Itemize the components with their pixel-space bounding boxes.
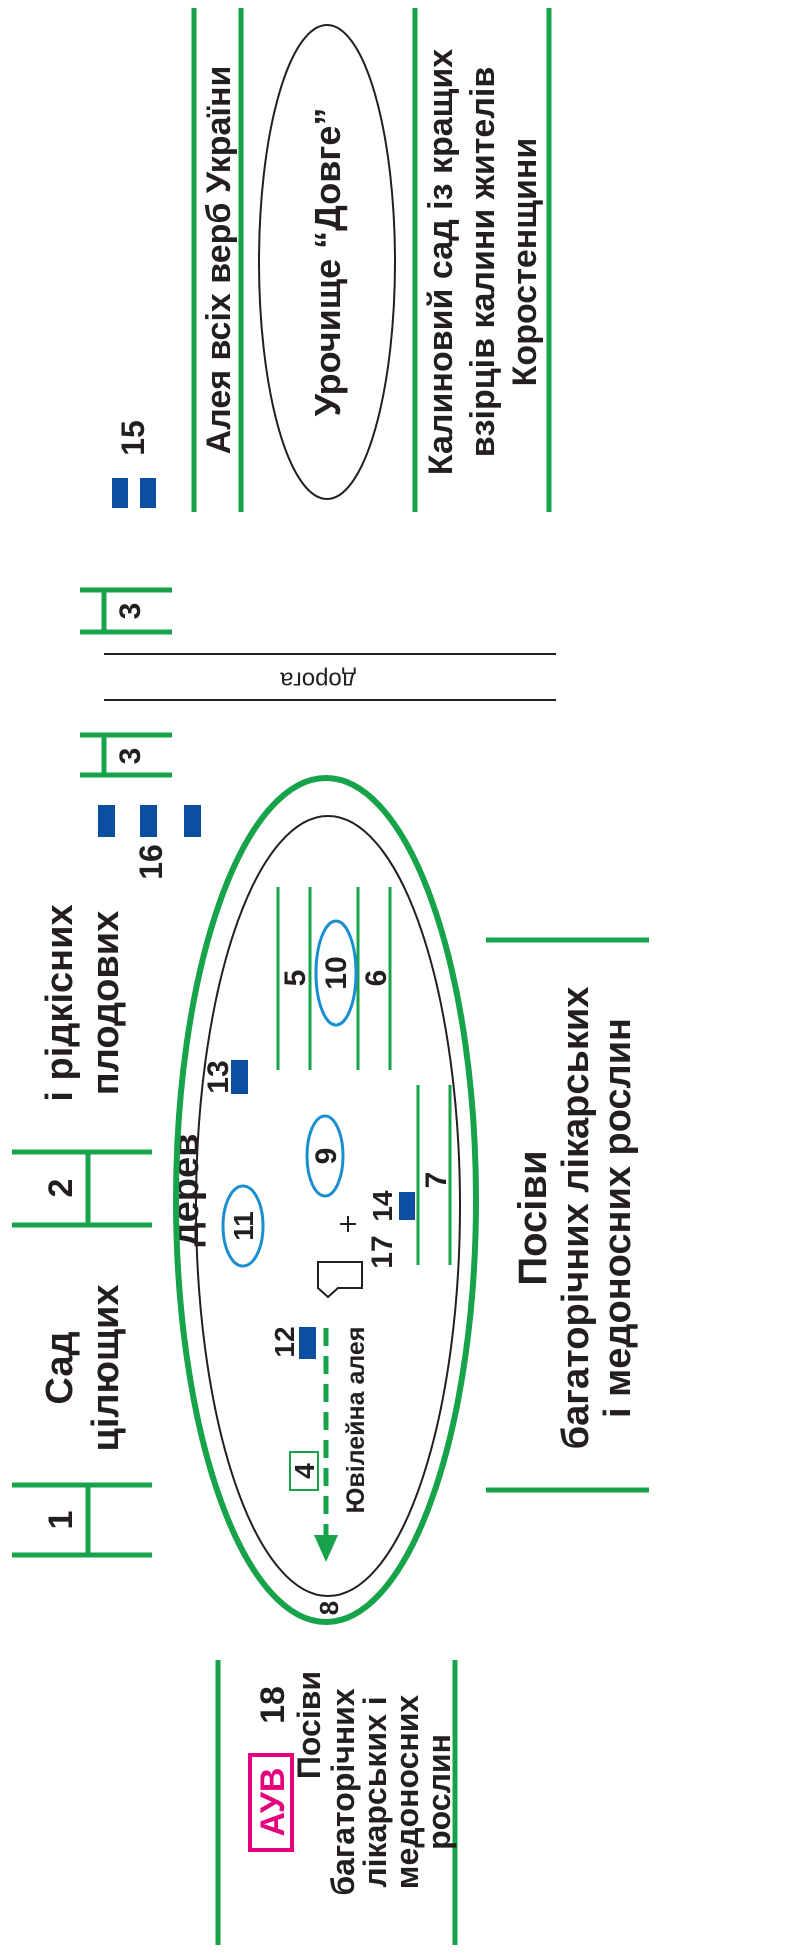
marker-12 [299,1327,316,1359]
auv-badge: АУВ [254,1768,292,1837]
viburnum-border [412,8,552,512]
number-15: 15 [115,420,151,456]
auv-crops-4: медоносних [389,1695,425,1890]
road [104,653,556,701]
arrow-down-icon [314,1535,338,1562]
plot-4-box [289,1451,319,1491]
marker-14 [399,1192,415,1220]
marker-13 [231,1060,248,1094]
number-3-upper: 3 [114,603,147,620]
marker-16-b [140,805,157,837]
chapel-icon [317,1261,363,1299]
auv-section-border [215,1660,458,1945]
plot-11-ellipse [221,1184,265,1268]
number-2: 2 [42,1179,80,1198]
willow-alley-border [191,8,244,512]
urochyshche-label: Урочище “Довге” [307,108,348,417]
section-2-border [12,1149,152,1228]
garden-title-5: дерев [165,1134,207,1247]
section-3-lower-border [80,732,172,778]
section-1-border [12,1482,152,1558]
number-7: 7 [420,1172,453,1189]
number-4: 4 [289,1463,320,1479]
auv-crops-3: лікарських і [357,1696,393,1887]
willow-alley-label: Алея всіх верб України [200,66,238,455]
auv-crops-2: багаторічних [325,1688,361,1896]
number-13: 13 [202,1060,235,1093]
marker-15-b [140,478,156,508]
number-10: 10 [320,956,353,989]
marker-15-a [112,478,128,508]
urochyshche-ellipse [258,24,396,500]
number-14: 14 [367,1190,398,1222]
oval-inner-black [195,815,461,1597]
plot-9-ellipse [305,1114,345,1198]
viburnum-label-3: Коростенщини [506,138,544,387]
auv-number: 18 [254,1686,292,1724]
garden-title-3: і рідкісних [39,904,81,1101]
jubilee-alley-label: Ювілейна алея [342,1327,370,1514]
number-5: 5 [279,970,312,987]
plot-7-lines [416,1085,452,1265]
number-3-lower: 3 [114,748,147,765]
oval-outer-green [173,775,479,1625]
road-label: дорога [280,667,356,694]
auv-crops-1: Посіви [291,1671,327,1779]
section-3-upper-border [80,587,172,635]
garden-title-2: цілющих [85,1284,127,1451]
number-11: 11 [228,1211,259,1241]
auv-crops-5: рослин [421,1734,457,1850]
number-1: 1 [42,1511,80,1530]
marker-16-c [184,805,201,837]
crops-main-label-1: Посіви [511,1150,555,1285]
plot-lines-5-6 [276,887,392,1070]
cross-icon [340,1216,356,1232]
viburnum-label-1: Калиновий сад із кращих [422,49,460,475]
crops-main-border [486,937,649,1493]
number-6: 6 [360,970,393,987]
number-16: 16 [133,844,169,880]
marker-16-a [98,805,115,837]
crops-main-label-3: і медоносних рослин [597,1018,639,1418]
garden-title-1: Сад [39,1331,81,1404]
number-12: 12 [269,1326,300,1357]
auv-badge-frame [248,1753,294,1852]
number-17: 17 [366,1235,399,1268]
number-9: 9 [310,1148,343,1165]
number-8: 8 [314,1601,344,1615]
garden-title-4: плодових [85,911,127,1096]
plot-10-ellipse [314,919,358,1027]
crops-main-label-2: багаторічних лікарських [555,987,597,1450]
viburnum-label-2: взірців калини жителів [464,67,502,458]
